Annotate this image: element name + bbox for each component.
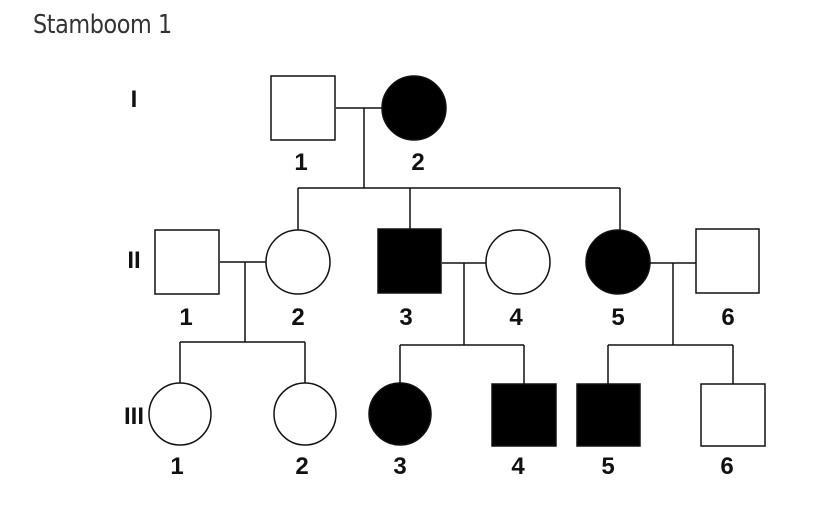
individual-III-4 (491, 383, 557, 447)
individual-II-5 (585, 229, 651, 295)
generation-label-III: III (124, 403, 144, 430)
individual-number-II-5: 5 (611, 304, 624, 331)
individual-II-6 (695, 228, 760, 294)
individual-number-III-3: 3 (393, 453, 406, 480)
individual-II-4 (485, 229, 551, 295)
individual-number-II-6: 6 (721, 304, 734, 331)
individual-II-3 (377, 228, 442, 294)
individual-III-3 (368, 382, 432, 446)
individual-number-III-1: 1 (170, 453, 183, 480)
individual-number-III-4: 4 (511, 453, 525, 480)
individual-number-I-2: 2 (411, 149, 424, 176)
individual-number-II-3: 3 (399, 304, 412, 331)
individual-I-1 (270, 75, 336, 141)
individual-III-2 (273, 382, 337, 446)
individual-number-II-4: 4 (509, 304, 523, 331)
figure-title: Stamboom 1 (33, 10, 172, 40)
individual-number-III-5: 5 (601, 453, 614, 480)
individual-number-III-2: 2 (295, 453, 308, 480)
individual-III-1 (148, 382, 212, 446)
pedigree-lines (179, 107, 734, 384)
individual-number-II-2: 2 (291, 304, 304, 331)
individual-II-2 (265, 229, 331, 295)
individual-II-1 (154, 229, 220, 295)
generation-label-II: II (127, 247, 140, 274)
individual-number-II-1: 1 (179, 304, 192, 331)
individual-number-III-6: 6 (720, 453, 733, 480)
generation-label-I: I (131, 86, 138, 113)
individual-I-2 (381, 75, 447, 141)
individual-III-5 (576, 383, 641, 447)
individual-III-6 (700, 383, 766, 447)
individual-number-I-1: 1 (294, 149, 307, 176)
